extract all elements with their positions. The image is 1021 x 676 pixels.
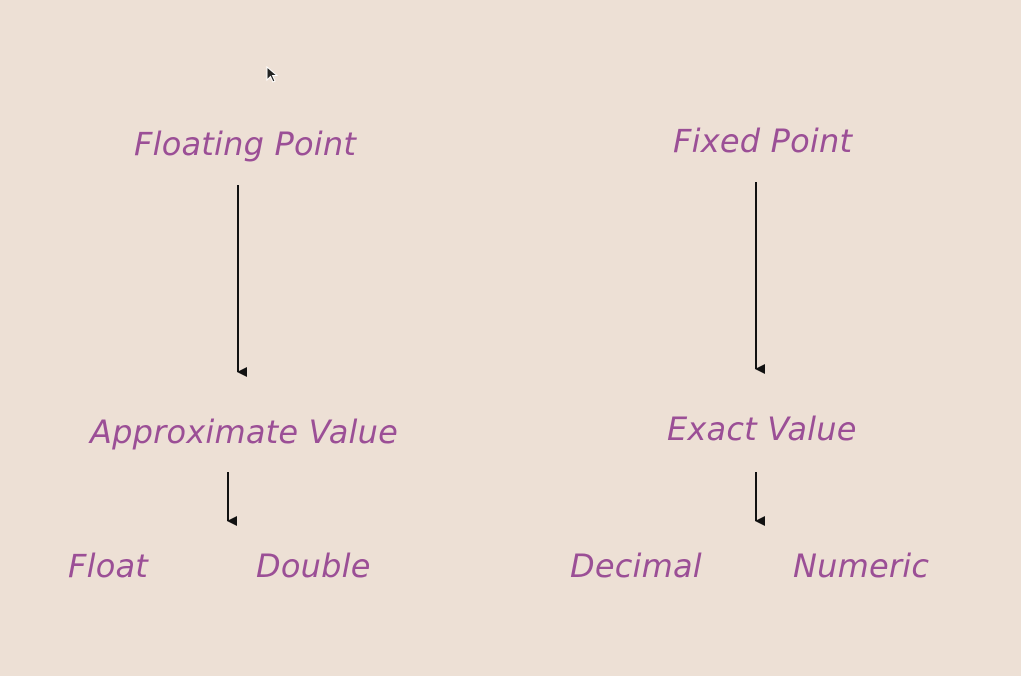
float-label: Float xyxy=(68,547,149,585)
fixed-point-label: Fixed Point xyxy=(673,122,853,160)
mouse-pointer-icon xyxy=(266,66,278,83)
approximate-value-label: Approximate Value xyxy=(90,413,398,451)
floating-point-label: Floating Point xyxy=(134,125,357,163)
double-label: Double xyxy=(256,547,371,585)
exact-value-label: Exact Value xyxy=(667,410,857,448)
numeric-label: Numeric xyxy=(793,547,930,585)
decimal-label: Decimal xyxy=(570,547,702,585)
